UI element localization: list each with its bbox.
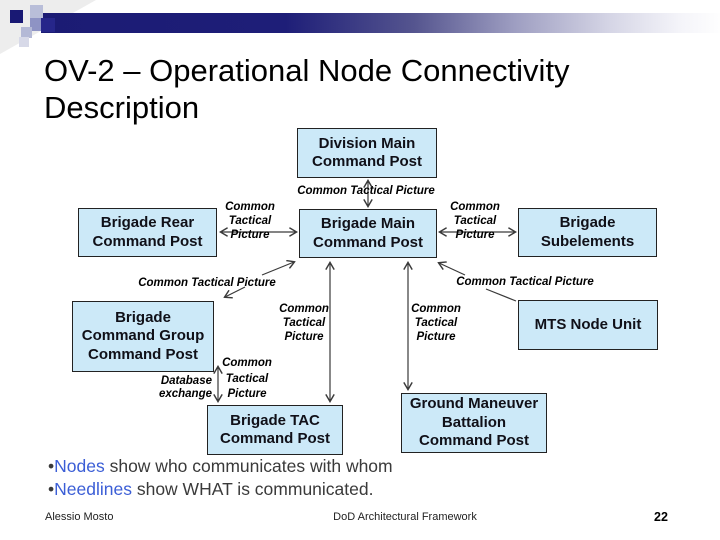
decor-gradient-bar — [41, 13, 720, 33]
node-brigade-rear-command-post: Brigade Rear Command Post — [78, 208, 217, 257]
node-brigade-tac-command-post: Brigade TAC Command Post — [207, 405, 343, 455]
edge-label-ctp-commandgroup: Common Tactical Picture — [138, 277, 276, 289]
edge-label-ctp-commandgroup-tac: Common Tactical Picture — [222, 357, 272, 400]
decor-square-pale — [30, 5, 43, 18]
edge-label-ctp-division: Common Tactical Picture — [297, 185, 435, 197]
connector-commandgroup-brigademain-lower — [225, 286, 246, 297]
edge-label-ctp-groundmaneuver: Common Tactical Picture — [411, 303, 461, 343]
bullet-dot: • — [48, 478, 55, 499]
connector-commandgroup-brigademain-upper — [261, 262, 294, 276]
connector-mts-brigademain-upper — [439, 263, 466, 276]
edge-label-ctp-mts: Common Tactical Picture — [456, 276, 594, 288]
connector-mts-brigademain-lower — [485, 288, 517, 302]
decor-square-dark — [41, 18, 55, 32]
node-brigade-subelements: Brigade Subelements — [518, 208, 657, 257]
slide-title: OV-2 – Operational Node Connectivity Des… — [44, 53, 570, 125]
edge-label-ctp-rear: Common Tactical Picture — [225, 201, 275, 241]
edge-label-database-exchange: Database exchange — [158, 375, 212, 400]
decor-square-lightest — [19, 37, 29, 47]
node-division-main-command-post: Division Main Command Post — [297, 128, 437, 178]
bullet-nodes: •Nodes show who communicates with whom — [48, 455, 393, 478]
edge-label-ctp-subelements: Common Tactical Picture — [450, 201, 500, 241]
bullet-dot: • — [48, 456, 55, 476]
decor-square-slate — [30, 18, 43, 31]
bullet-nodes-text: show who communicates with whom — [104, 456, 393, 476]
bullet-notes: •Nodes show who communicates with whom •… — [48, 455, 393, 500]
bullet-nodes-term: Nodes — [54, 456, 105, 476]
node-ground-maneuver-battalion-command-post: Ground Maneuver Battalion Command Post — [401, 393, 547, 453]
node-mts-node-unit: MTS Node Unit — [518, 300, 658, 350]
bullet-needlines-text: show WHAT is communicated. — [131, 478, 374, 499]
footer-page-number: 22 — [654, 510, 668, 524]
footer-title: DoD Architectural Framework — [333, 511, 477, 523]
bullet-needlines: •Needlines show WHAT is communicated. — [48, 478, 393, 501]
node-brigade-command-group-command-post: Brigade Command Group Command Post — [72, 301, 214, 372]
footer-author: Alessio Mosto — [45, 511, 114, 523]
decor-square-navy — [10, 10, 23, 23]
edge-label-ctp-tac: Common Tactical Picture — [279, 303, 329, 343]
node-brigade-main-command-post: Brigade Main Command Post — [299, 209, 437, 258]
decor-square-lavender — [21, 27, 32, 38]
bullet-needlines-term: Needlines — [54, 478, 132, 499]
